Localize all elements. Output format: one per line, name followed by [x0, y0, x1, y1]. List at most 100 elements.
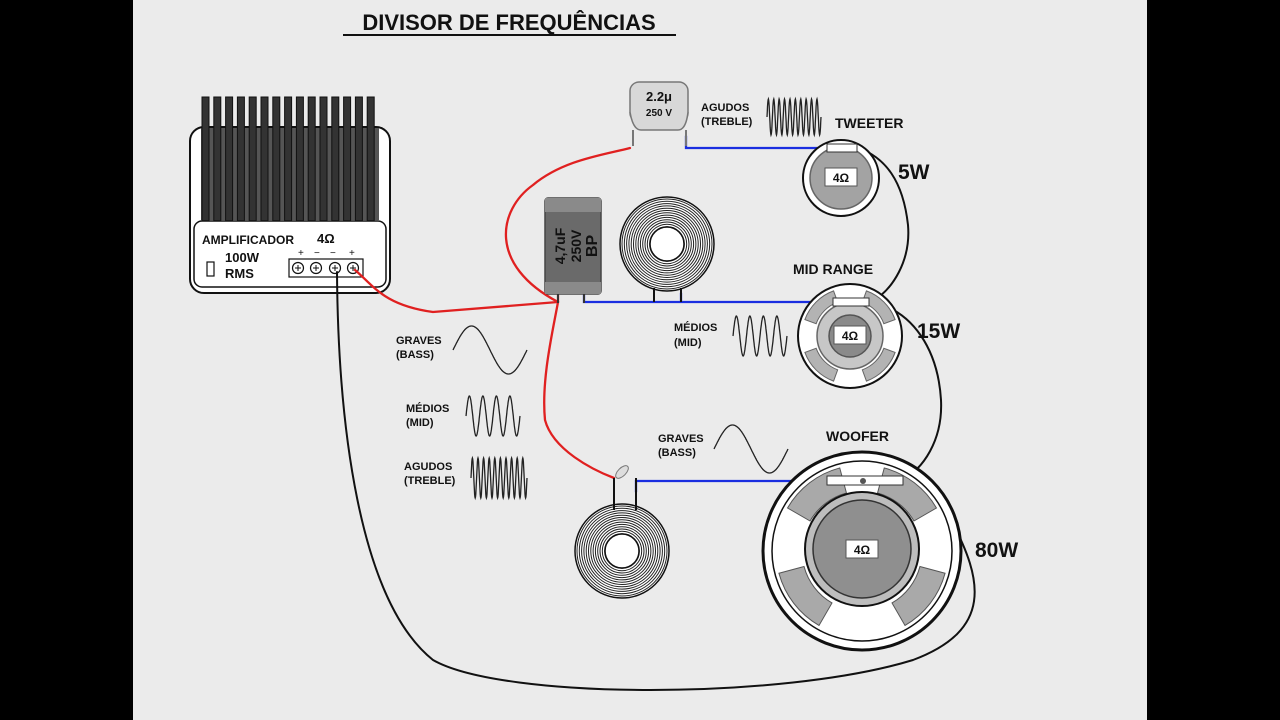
woofer-basket-window [891, 565, 946, 627]
woofer-label: WOOFER [826, 428, 889, 444]
heatsink-fin [354, 96, 363, 222]
heatsink-fin [260, 96, 269, 222]
capacitor-capacitance: 4,7uF [552, 227, 568, 264]
crossover-diagram: DIVISOR DE FREQUÊNCIAS AMPLIFICADOR 4Ω 1… [189, 10, 1018, 691]
legend-graves-label: GRAVES [396, 335, 442, 347]
wire-joint [615, 465, 629, 479]
heatsink-fin [319, 96, 328, 222]
medios-label: MÉDIOS [674, 321, 717, 334]
positive-wire-woofer [543, 300, 616, 480]
legend-agudos-label: AGUDOS [404, 461, 452, 473]
capacitor-bipolar: BP [584, 235, 601, 258]
amplifier-impedance: 4Ω [317, 231, 335, 246]
treble-wave-tweeter [766, 96, 822, 138]
heatsink-fin [272, 96, 281, 222]
amplifier: AMPLIFICADOR 4Ω 100W RMS + − − + [189, 96, 391, 294]
coil-winding [626, 203, 708, 285]
coil-winding [639, 216, 695, 272]
diagram-title: DIVISOR DE FREQUÊNCIAS [362, 10, 655, 35]
midrange-basket-window [804, 290, 839, 325]
coil-winding [583, 512, 661, 590]
power-switch [206, 261, 215, 277]
terminal-sign-3: − [330, 248, 336, 259]
capacitor-voltage: 250 V [646, 108, 672, 119]
positive-wire [353, 268, 560, 314]
coil-core [649, 226, 685, 262]
capacitor-tweeter: 2.2μ 250 V [629, 81, 689, 146]
screw-slot [313, 265, 319, 271]
capacitor-bottom [545, 282, 601, 294]
inductor-woofer [574, 503, 670, 599]
capacitor-top [545, 198, 601, 212]
midrange-impedance: 4Ω [842, 329, 859, 343]
amplifier-heatsink [201, 96, 379, 222]
terminal-sign-2: − [314, 248, 320, 259]
amplifier-power-rms: RMS [225, 266, 254, 281]
coil-winding [592, 521, 652, 581]
tweeter-power: 5W [898, 161, 930, 184]
graves-label: GRAVES [658, 433, 704, 445]
woofer-impedance-tag [845, 539, 879, 559]
screw-slot [295, 265, 301, 271]
midrange-impedance-tag [833, 325, 867, 345]
midrange-basket-window [861, 347, 896, 382]
mid-wave-midrange [732, 315, 788, 357]
agudos-label: AGUDOS [701, 102, 749, 114]
tweeter-signal-wire [684, 134, 831, 150]
terminal-sign-4: + [349, 248, 355, 259]
legend-treble-label: (TREBLE) [404, 475, 456, 487]
legend-bass-label: (BASS) [396, 349, 434, 361]
coil-winding [576, 505, 668, 597]
coil-winding [623, 200, 711, 288]
heatsink-fin [295, 96, 304, 222]
heatsink-fin [307, 96, 316, 222]
midrange-power: 15W [917, 320, 960, 343]
heatsink-fin [201, 96, 210, 222]
capacitor-marking: 4,7uF 250V BP [552, 227, 601, 264]
coil-winding [585, 514, 659, 588]
coil-winding [588, 517, 656, 585]
diagram-canvas: DIVISOR DE FREQUÊNCIAS AMPLIFICADOR 4Ω 1… [133, 0, 1147, 720]
coil-winding [621, 198, 713, 290]
coil-winding [642, 219, 692, 269]
signal-labels: AGUDOS (TREBLE) MÉDIOS (MID) GRAVES (BAS… [396, 102, 753, 487]
woofer-impedance: 4Ω [854, 543, 871, 557]
midrange-signal-wire [582, 291, 843, 304]
bass-wave-legend [452, 325, 528, 375]
terminal-sign-1: + [298, 248, 304, 259]
coil-winding [637, 214, 697, 274]
positive-wire-tweeter [504, 146, 632, 304]
screw-slot [350, 265, 356, 271]
bass-label: (BASS) [658, 447, 696, 459]
coil-winding [597, 526, 647, 576]
coil-winding [633, 210, 701, 278]
amplifier-label: AMPLIFICADOR [202, 233, 294, 247]
woofer-terminal-screw [860, 478, 866, 484]
midrange-terminals [832, 297, 870, 307]
midrange-label: MID RANGE [793, 261, 873, 277]
amplifier-power: 100W [225, 250, 260, 265]
coil-winding [601, 530, 643, 572]
tweeter-label: TWEETER [835, 115, 903, 131]
woofer-basket-window [778, 565, 833, 627]
coil-winding [630, 207, 704, 281]
coil-core [604, 533, 640, 569]
terminal-block [288, 258, 364, 278]
coil-winding [628, 205, 706, 283]
coil-winding [644, 221, 690, 267]
heatsink-fin [366, 96, 375, 222]
heatsink-fin [225, 96, 234, 222]
tweeter: TWEETER 5W 4Ω [802, 115, 930, 217]
coil-winding [590, 519, 654, 583]
return-wire-mid [870, 301, 943, 481]
treble-wave-legend [470, 455, 528, 501]
tweeter-terminals [826, 143, 858, 153]
legend-medios-label: MÉDIOS [406, 402, 449, 415]
capacitor-value: 2.2μ [646, 89, 672, 104]
treble-label: (TREBLE) [701, 116, 753, 128]
coil-winding [635, 212, 699, 276]
mid-wave-legend [465, 395, 521, 437]
woofer: WOOFER 80W 4Ω [761, 428, 1018, 652]
heatsink-fin [236, 96, 245, 222]
heatsink-fin [248, 96, 257, 222]
